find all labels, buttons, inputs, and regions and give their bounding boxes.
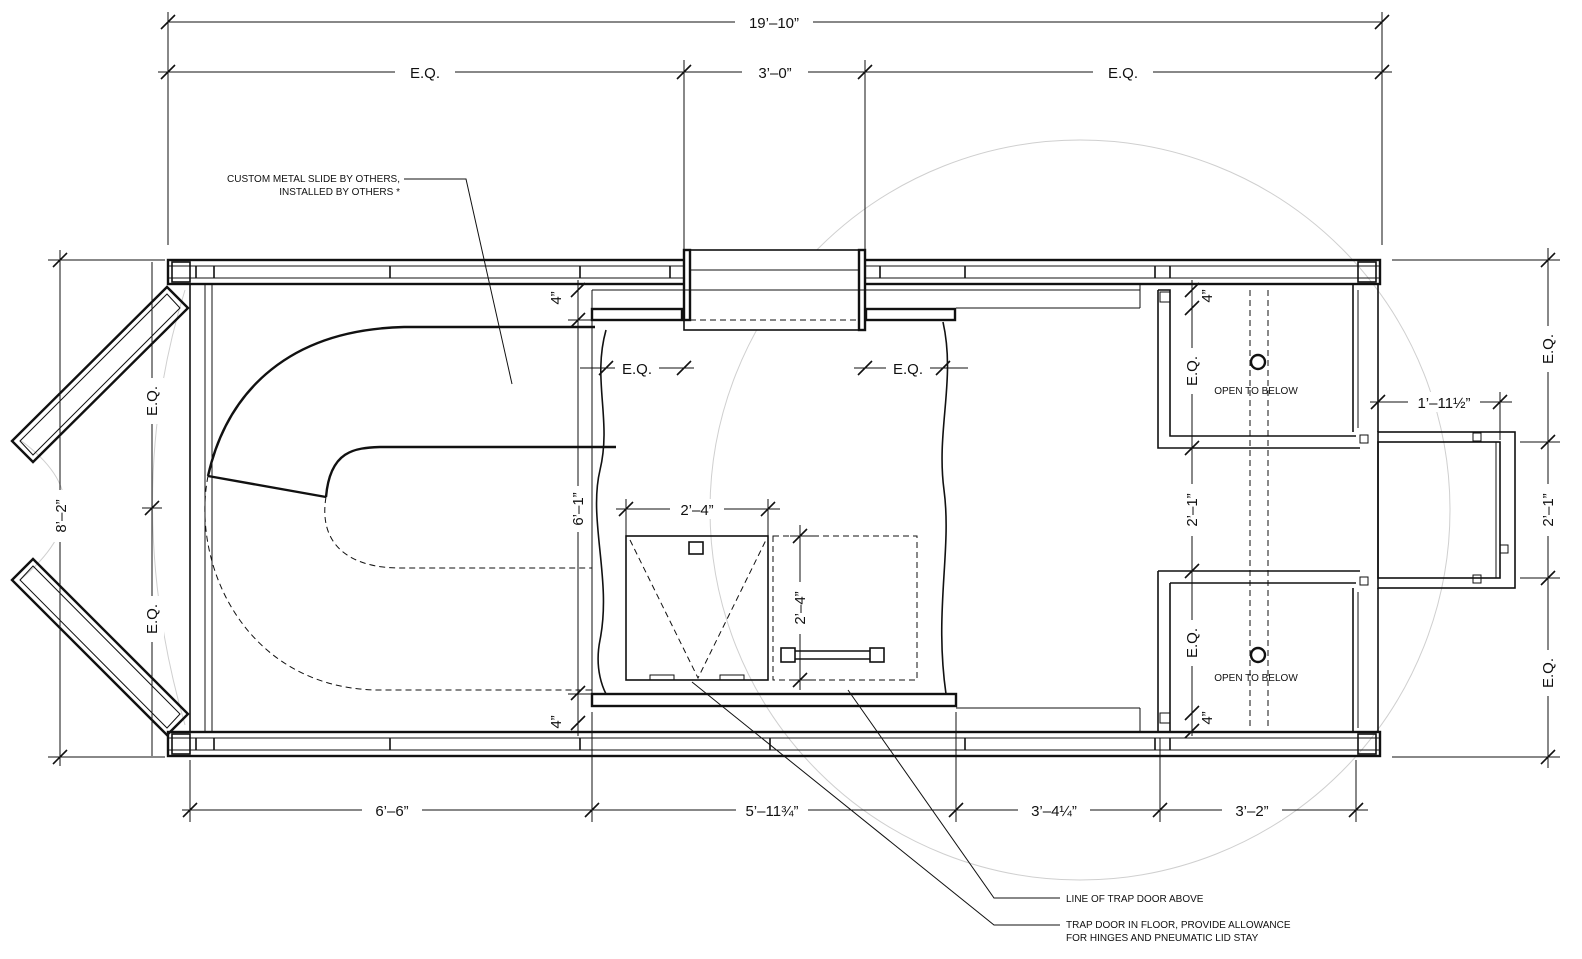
- open-to-below-upper: OPEN TO BELOW: [1214, 386, 1298, 397]
- hatch-width-label: 2’–4”: [680, 502, 713, 519]
- trap-door: [625, 535, 918, 681]
- right-eq-upper-label: E.Q.: [1540, 334, 1557, 364]
- bottom-seg-2-label: 5’–11¾”: [745, 803, 798, 820]
- bottom-seg-4-label: 3’–2”: [1235, 803, 1268, 820]
- outer-wall: [166, 258, 1382, 758]
- top-dimension-overall: 19’–10”: [160, 12, 1390, 245]
- metal-slide: [204, 325, 616, 691]
- overall-depth-label: 8’–2”: [53, 499, 70, 532]
- trap-above-note: LINE OF TRAP DOOR ABOVE: [1066, 894, 1204, 905]
- left-dimensions: 8’–2” E.Q. E.Q.: [48, 250, 165, 766]
- eq-inner-right-label: E.Q.: [893, 361, 923, 378]
- ladder-platform: [1157, 289, 1516, 732]
- top-dimension-segments: E.Q. 3’–0” E.Q.: [158, 60, 1392, 255]
- trap-floor-note-line1: TRAP DOOR IN FLOOR, PROVIDE ALLOWANCE: [1066, 920, 1291, 931]
- eq-top-left-label: E.Q.: [410, 65, 440, 82]
- right-dimensions: E.Q. 2’–1” E.Q. 1’–11½”: [1370, 248, 1560, 768]
- interior-rails: [590, 284, 1141, 732]
- eq-left-upper-label: E.Q.: [144, 386, 161, 416]
- right-eq-lower-label: E.Q.: [1540, 658, 1557, 688]
- break-lines: [595, 321, 949, 695]
- door-width-top-label: 3’–0”: [758, 65, 791, 82]
- clear-bottom-label: 4”: [548, 715, 565, 728]
- stair-dimensions: E.Q. 2’–1” E.Q. 4” 4”: [1180, 280, 1216, 739]
- inner-depth-dimension: 6’–1” 4” 4”: [548, 280, 592, 736]
- bottom-seg-3-label: 3’–4¼”: [1031, 803, 1077, 820]
- inner-depth-label: 6’–1”: [570, 492, 587, 525]
- stair-width-label: 2’–1”: [1184, 493, 1201, 526]
- bottom-dimensions: 6’–6” 5’–11¾” 3’–4¼” 3’–2”: [182, 712, 1368, 822]
- trap-door-notes: LINE OF TRAP DOOR ABOVE TRAP DOOR IN FLO…: [691, 681, 1291, 944]
- ladder-projection-label: 1’–11½”: [1417, 395, 1470, 412]
- clear-top-right-label: 4”: [1199, 289, 1216, 302]
- swing-door-lower: [10, 557, 190, 737]
- stair-eq-lower-label: E.Q.: [1184, 628, 1201, 658]
- trap-floor-note-line2: FOR HINGES AND PNEUMATIC LID STAY: [1066, 933, 1259, 944]
- inner-eq-dimensions: E.Q. E.Q.: [580, 358, 968, 378]
- hatch-depth-label: 2’–4”: [792, 591, 809, 624]
- overall-width-label: 19’–10”: [749, 15, 799, 32]
- swing-door-upper: [10, 285, 190, 464]
- stair-eq-upper-label: E.Q.: [1184, 356, 1201, 386]
- eq-left-lower-label: E.Q.: [144, 604, 161, 634]
- eq-top-right-label: E.Q.: [1108, 65, 1138, 82]
- right-width-label: 2’–1”: [1540, 493, 1557, 526]
- eq-inner-left-label: E.Q.: [622, 361, 652, 378]
- bottom-seg-1-label: 6’–6”: [375, 803, 408, 820]
- slide-note-line1: CUSTOM METAL SLIDE BY OTHERS,: [227, 174, 400, 185]
- open-to-below-lower: OPEN TO BELOW: [1214, 673, 1298, 684]
- clear-top-label: 4”: [548, 291, 565, 304]
- clear-bottom-right-label: 4”: [1199, 711, 1216, 724]
- slide-note-line2: INSTALLED BY OTHERS *: [279, 187, 400, 198]
- slide-note: CUSTOM METAL SLIDE BY OTHERS, INSTALLED …: [227, 174, 513, 385]
- hatch-dimensions: 2’–4” 2’–4”: [616, 499, 816, 690]
